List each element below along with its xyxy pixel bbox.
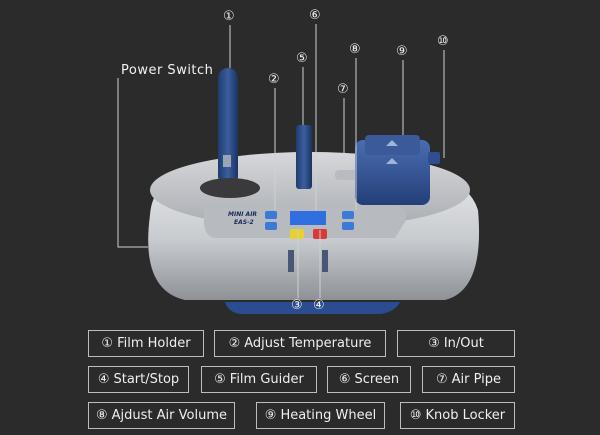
film-holder-handle: [218, 68, 238, 186]
legend-label: Film Holder: [117, 336, 191, 351]
callout-3: ③: [291, 298, 303, 313]
callout-8: ⑧: [349, 42, 361, 57]
legend-screen: ⑥ Screen: [327, 366, 411, 393]
legend-label: Knob Locker: [425, 408, 506, 423]
legend-num: ⑦: [435, 372, 448, 387]
legend-label: Air Pipe: [451, 372, 502, 387]
callout-1: ①: [223, 9, 235, 24]
legend-num: ④: [97, 372, 110, 387]
temp-down-button: [265, 222, 277, 230]
legend-label: Adjust Temperature: [244, 336, 372, 351]
handle-slot: [223, 155, 231, 167]
legend-start-stop: ④ Start/Stop: [88, 366, 189, 393]
air-pipe: [335, 170, 360, 180]
in-out-button: [290, 229, 304, 239]
callout-4: ④: [313, 298, 325, 313]
front-slot-left: [288, 250, 294, 272]
legend-heating-wheel: ⑨ Heating Wheel: [256, 402, 385, 429]
legend-num: ②: [228, 336, 241, 351]
legend-in-out: ③ In/Out: [397, 330, 515, 357]
front-blue-strip: [225, 302, 400, 314]
air-up-button: [342, 211, 354, 219]
legend-label: Film Guider: [229, 372, 304, 387]
legend-num: ⑥: [338, 372, 351, 387]
legend-num: ③: [428, 336, 440, 351]
legend-num: ⑧: [96, 408, 108, 423]
callout-7: ⑦: [337, 82, 349, 97]
machine-illustration: [117, 24, 480, 314]
legend-air-pipe: ⑦ Air Pipe: [422, 366, 515, 393]
power-switch-leader: [117, 78, 148, 248]
callout-5: ⑤: [296, 51, 308, 66]
legend-label: In/Out: [443, 336, 484, 351]
legend-label: Screen: [354, 372, 400, 387]
temp-up-button: [265, 211, 277, 219]
callout-2: ②: [268, 72, 280, 87]
film-guider: [296, 125, 312, 189]
legend-num: ⑩: [409, 408, 422, 423]
legend-knob-locker: ⑩ Knob Locker: [400, 402, 515, 429]
brand-model: EAS-2: [234, 219, 254, 226]
callout-9: ⑨: [396, 44, 408, 59]
front-slot-right: [322, 250, 328, 272]
legend-num: ⑨: [264, 408, 277, 423]
knob-locker: [428, 152, 440, 164]
legend-film-holder: ① Film Holder: [88, 330, 204, 357]
legend-label: Start/Stop: [113, 372, 180, 387]
legend-film-guider: ⑤ Film Guider: [201, 366, 317, 393]
air-down-button: [342, 222, 354, 230]
display-screen: [290, 211, 326, 225]
callout-6: ⑥: [309, 8, 321, 23]
legend-label: Ajdust Air Volume: [111, 408, 227, 423]
legend-num: ①: [101, 336, 114, 351]
film-holder-base: [200, 178, 260, 198]
callout-10: ⑩: [437, 34, 449, 49]
power-switch-label: Power Switch: [121, 63, 214, 78]
legend-num: ⑤: [214, 372, 226, 387]
arrow-up-icon: [386, 158, 398, 164]
legend-adjust-temperature: ② Adjust Temperature: [214, 330, 386, 357]
heating-wheel-unit: [355, 140, 430, 205]
legend-label: Heating Wheel: [280, 408, 377, 423]
arrow-up-icon: [386, 140, 398, 146]
legend-adjust-air-volume: ⑧ Ajdust Air Volume: [88, 402, 235, 429]
brand-name: MINI AIR: [228, 211, 258, 218]
